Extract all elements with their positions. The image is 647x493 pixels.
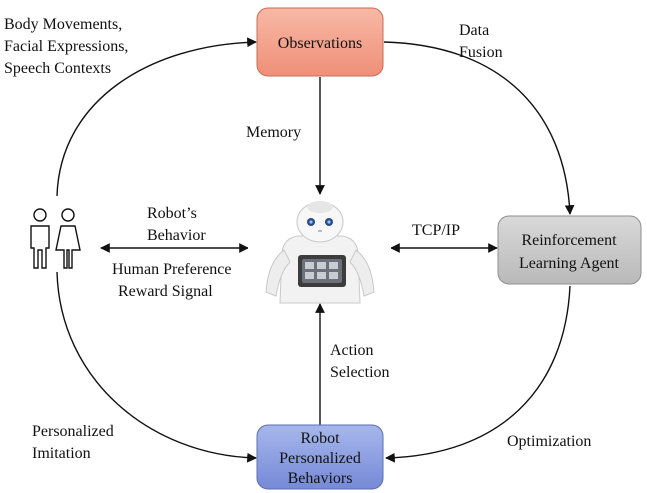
rl-agent-label-line2: Learning Agent	[519, 255, 620, 272]
rl-agent-label-line1: Reinforcement	[521, 232, 617, 249]
human-preference-label-line1: Human Preference	[112, 261, 232, 278]
arc-human-to-observations	[56, 37, 257, 197]
arc-agent-to-behaviors	[385, 285, 571, 463]
human-preference-label-line2: Reward Signal	[118, 283, 213, 300]
action-selection-label-line1: Action	[330, 342, 374, 359]
behaviors-label-line2: Personalized	[279, 450, 361, 467]
data-fusion-label-line1: Data	[459, 22, 489, 39]
data-fusion-label-line2: Fusion	[459, 44, 503, 61]
two-people-icon	[30, 208, 81, 269]
behaviors-label-line1: Robot	[300, 430, 340, 447]
input-label-line1: Body Movements,	[4, 16, 122, 33]
robot-behavior-label-line2: Behavior	[147, 227, 206, 244]
optimization-label: Optimization	[507, 433, 591, 450]
behaviors-label-line3: Behaviors	[288, 470, 353, 487]
observations-node: Observations	[256, 7, 384, 77]
memory-label: Memory	[246, 124, 301, 141]
tcpip-label: TCP/IP	[412, 222, 460, 239]
rl-agent-node: Reinforcement Learning Agent	[497, 215, 642, 285]
action-selection-label-line2: Selection	[330, 364, 390, 381]
arc-observations-to-agent	[383, 41, 575, 215]
humanoid-robot-icon	[248, 196, 391, 304]
personalized-imitation-label-line2: Imitation	[32, 445, 91, 462]
behaviors-node: Robot Personalized Behaviors	[256, 424, 384, 490]
observations-label: Observations	[278, 35, 362, 52]
personalized-imitation-label-line1: Personalized	[32, 423, 114, 440]
robot-behavior-label-line1: Robot’s	[147, 205, 197, 222]
arc-human-to-behaviors	[56, 271, 257, 463]
input-label-line3: Speech Contexts	[4, 60, 111, 77]
input-label-line2: Facial Expressions,	[4, 38, 128, 55]
